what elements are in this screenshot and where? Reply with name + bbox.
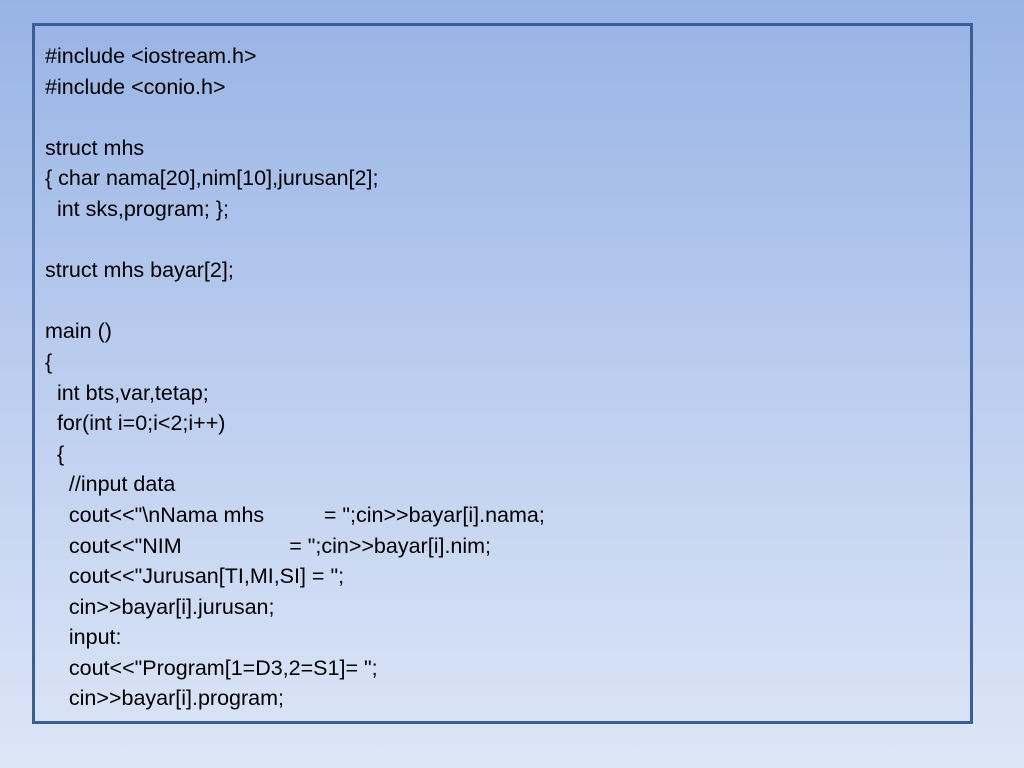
code-line: #include <conio.h> [45,74,226,99]
code-line: cout<<"Jurusan[TI,MI,SI] = "; [45,564,345,589]
code-line: cout<<"NIM = ";cin>>bayar[i].nim; [45,533,492,558]
code-line: int bts,var,tetap; [45,380,209,405]
code-line: { [45,349,53,374]
code-line: cout<<"Program[1=D3,2=S1]= "; [45,655,378,680]
code-line: int sks,program; }; [45,196,230,221]
code-line: { [45,441,65,466]
code-line: #include <iostream.h> [45,44,257,68]
code-line [45,286,960,317]
code-line: cout<<"\nNama mhs = ";cin>>bayar[i].nama… [45,502,545,527]
code-line: struct mhs bayar[2]; [45,258,234,283]
code-line [45,225,960,256]
code-frame: #include <iostream.h> #include <conio.h>… [32,23,973,724]
code-line: main () [45,319,112,344]
code-line: { char nama[20],nim[10],jurusan[2]; [45,166,379,191]
code-listing: #include <iostream.h> #include <conio.h>… [45,41,960,711]
code-line: cin>>bayar[i].program; [45,686,284,711]
code-line: input: [45,625,122,650]
code-line: for(int i=0;i<2;i++) [45,411,226,436]
code-line: cin>>bayar[i].jurusan; [45,594,275,619]
code-line [45,102,960,133]
code-line: //input data [45,472,176,497]
code-line: struct mhs [45,135,145,160]
